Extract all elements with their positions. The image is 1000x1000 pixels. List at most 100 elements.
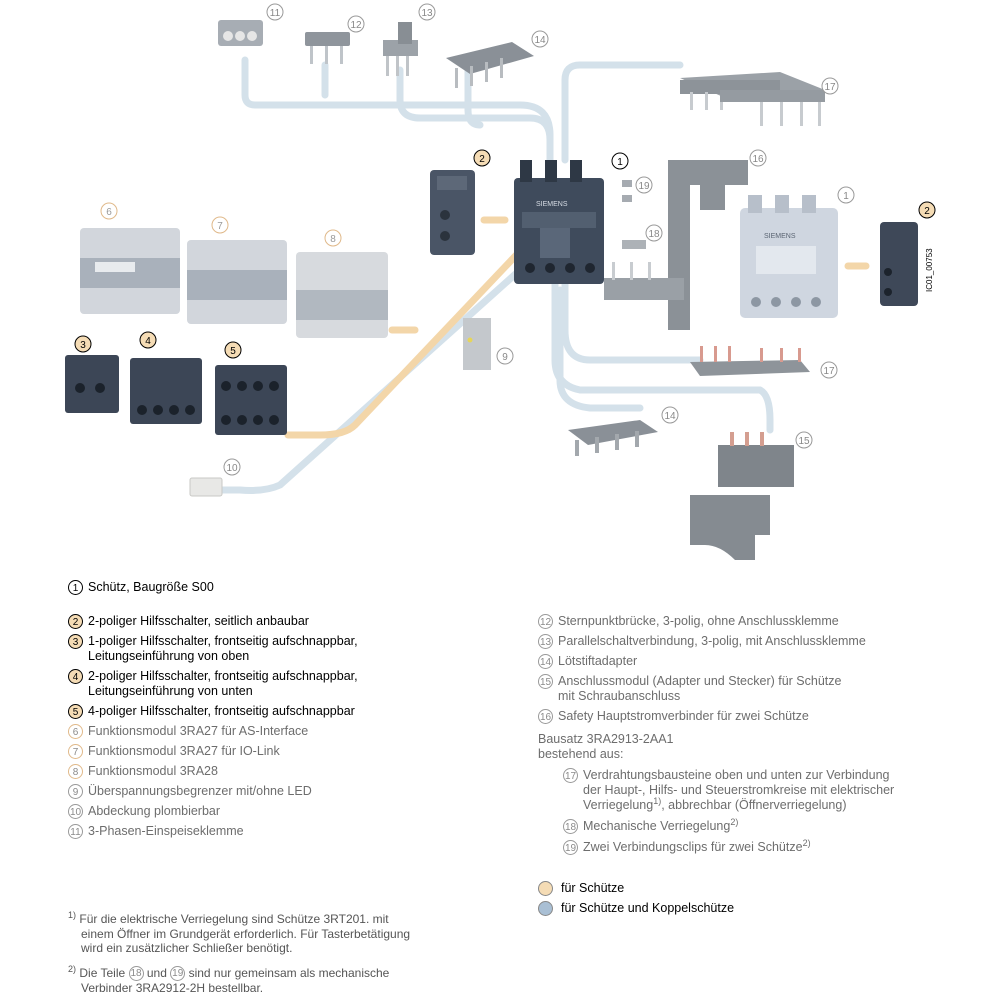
- callout-14b: 14: [661, 406, 679, 424]
- legend-text: 4-poliger Hilfsschalter, frontseitig auf…: [88, 704, 355, 718]
- part-6-function-module-asi: [80, 228, 180, 314]
- svg-text:SIEMENS: SIEMENS: [764, 233, 796, 240]
- callout-6: 6: [100, 202, 118, 220]
- callout-2: 2: [473, 149, 491, 167]
- part-1-contactor-main: SIEMENS: [514, 160, 604, 284]
- legend-text: 3-Phasen-Einspeiseklemme: [88, 824, 244, 838]
- callout-11: 11: [266, 3, 284, 21]
- callout-12: 12: [347, 15, 365, 33]
- part-13-parallel-link: [383, 22, 418, 76]
- svg-text:1: 1: [617, 157, 623, 168]
- footnote-mark: 2): [68, 964, 77, 974]
- color-key: für Schütze für Schütze und Koppelschütz…: [538, 881, 978, 916]
- part-9-surge-suppressor: [463, 318, 491, 370]
- color-key-coupling: für Schütze und Koppelschütze: [538, 901, 978, 916]
- legend-number: 1: [68, 580, 83, 595]
- svg-text:10: 10: [226, 463, 238, 474]
- callout-9: 9: [496, 347, 514, 365]
- legend-item-11: 11 3-Phasen-Einspeiseklemme: [68, 824, 488, 839]
- footnote-text: Verbinder 3RA2912-2H bestellbar.: [81, 981, 264, 996]
- legend-item-10: 10 Abdeckung plombierbar: [68, 804, 488, 819]
- legend-text: 2-poliger Hilfsschalter, seitlich anbaub…: [88, 614, 309, 628]
- callout-2b: 2: [918, 201, 936, 219]
- legend-text: Schütz, Baugröße S00: [88, 580, 214, 594]
- svg-text:17: 17: [823, 366, 835, 377]
- legend-item-18: 18 Mechanische Verriegelung2): [563, 816, 978, 834]
- legend-number: 5: [68, 704, 83, 719]
- svg-text:16: 16: [752, 154, 764, 165]
- color-key-contactor: für Schütze: [538, 881, 978, 896]
- legend-number: 9: [68, 784, 83, 799]
- svg-text:14: 14: [664, 411, 676, 422]
- svg-text:6: 6: [106, 207, 112, 218]
- legend-item-3: 3 1-poliger Hilfsschalter, frontseitig a…: [68, 634, 488, 664]
- callout-markers: 1 1 2 2 3 4 5 6 7 8 9 10 11 12 13 14 14 …: [74, 3, 936, 476]
- legend-number: 15: [538, 674, 553, 689]
- svg-text:12: 12: [350, 20, 362, 31]
- blue-connector-lines: [211, 56, 774, 494]
- legend-text: Abdeckung plombierbar: [88, 804, 221, 818]
- callout-13: 13: [418, 3, 436, 21]
- legend-item-1: 1 Schütz, Baugröße S00: [68, 580, 488, 595]
- svg-text:18: 18: [648, 229, 660, 240]
- legend-number: 10: [68, 804, 83, 819]
- legend-number: 19: [563, 840, 578, 855]
- legend-text: Sternpunktbrücke, 3-polig, ohne Anschlus…: [558, 614, 839, 628]
- svg-text:1: 1: [843, 191, 849, 202]
- legend-number: 16: [538, 709, 553, 724]
- part-14-solder-adapter-top: [446, 42, 534, 88]
- legend-item-4: 4 2-poliger Hilfsschalter, frontseitig a…: [68, 669, 488, 699]
- part-8-function-module-3ra28: [296, 252, 388, 338]
- svg-text:13: 13: [421, 8, 433, 19]
- part-7-function-module-iolink: [187, 240, 287, 324]
- callout-15: 15: [795, 431, 813, 449]
- legend-number: 11: [68, 824, 83, 839]
- callout-1b: 1: [837, 186, 855, 204]
- legend-right: 12 Sternpunktbrücke, 3-polig, ohne Ansch…: [538, 614, 978, 916]
- svg-text:4: 4: [145, 336, 151, 347]
- part-5-aux-4pole: [215, 365, 287, 435]
- legend-number: 3: [68, 634, 83, 649]
- legend-number: 12: [538, 614, 553, 629]
- legend-number: 6: [68, 724, 83, 739]
- callout-3: 3: [74, 335, 92, 353]
- footnote-text: Die Teile: [79, 966, 126, 980]
- legend-text: Safety Hauptstromverbinder für zwei Schü…: [558, 709, 809, 723]
- svg-text:SIEMENS: SIEMENS: [536, 201, 568, 208]
- svg-text:8: 8: [330, 234, 336, 245]
- svg-text:2: 2: [924, 206, 930, 217]
- legend-text: Funktionsmodul 3RA28: [88, 764, 218, 778]
- legend-text: 2-poliger Hilfsschalter, frontseitig auf…: [88, 669, 358, 698]
- figure-code: IC01_00753: [925, 248, 934, 292]
- footnote-text: und: [146, 966, 167, 980]
- legend-number: 18: [563, 819, 578, 834]
- part-11-feeder-terminal: [218, 20, 263, 46]
- part-17-wiring-top: [680, 72, 830, 126]
- legend-number: 8: [68, 764, 83, 779]
- legend-number: 14: [538, 654, 553, 669]
- callout-16: 16: [749, 149, 767, 167]
- legend-text: Mechanische Verriegelung2): [583, 816, 739, 833]
- legend-item-2: 2 2-poliger Hilfsschalter, seitlich anba…: [68, 614, 488, 629]
- footnote-ref-19: 19: [170, 966, 186, 982]
- svg-text:9: 9: [502, 352, 508, 363]
- legend-item-6: 6 Funktionsmodul 3RA27 für AS-Interface: [68, 724, 488, 739]
- callout-17: 17: [821, 77, 839, 95]
- legend-text: Überspannungsbegrenzer mit/ohne LED: [88, 784, 312, 798]
- legend-item-7: 7 Funktionsmodul 3RA27 für IO-Link: [68, 744, 488, 759]
- legend-left: 1 Schütz, Baugröße S00 2 2-poliger Hilfs…: [68, 580, 488, 839]
- part-12-star-bridge: [305, 32, 350, 64]
- part-16-safety-connector: [604, 160, 748, 330]
- legend-text: Funktionsmodul 3RA27 für IO-Link: [88, 744, 280, 758]
- callout-18: 18: [645, 224, 663, 242]
- svg-text:2: 2: [479, 154, 485, 165]
- svg-text:7: 7: [217, 221, 223, 232]
- legend-text: Verdrahtungsbausteine oben und unten zur…: [583, 768, 895, 812]
- callout-17b: 17: [820, 361, 838, 379]
- accessories-diagram: SIEMENS SIEMENS IC01_00753: [65, 3, 936, 560]
- legend-number: 4: [68, 669, 83, 684]
- footnote-ref-18: 18: [128, 966, 144, 982]
- part-2-aux-switch-side: [430, 170, 475, 255]
- legend-text: Anschlussmodul (Adapter und Stecker) für…: [558, 674, 842, 703]
- footnote-mark: 1): [68, 910, 77, 920]
